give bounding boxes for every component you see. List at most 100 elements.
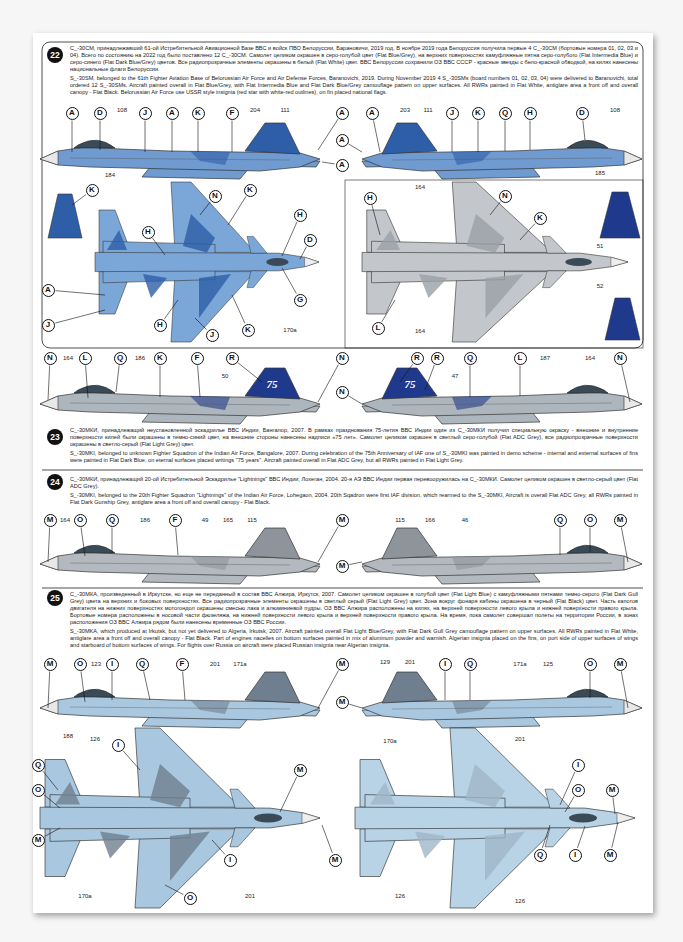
leader-line [183, 671, 185, 700]
callout-text: L [83, 354, 88, 362]
callout-text: K [537, 214, 543, 222]
callout-text: Q [35, 761, 41, 769]
decal-number: 187 [540, 355, 550, 361]
leader-line [45, 828, 60, 836]
callout-text: Q [557, 516, 563, 524]
decal-number: 201 [245, 893, 255, 899]
callout-letter: M [336, 560, 349, 573]
leader-line [152, 238, 165, 255]
decal-number: 170a [283, 327, 296, 333]
leader-line [565, 796, 574, 812]
aircraft-side [362, 528, 642, 584]
decal-number: 108 [610, 107, 620, 113]
leader-line [238, 363, 262, 382]
leader-line [470, 366, 471, 398]
callout-letter: I [439, 658, 452, 671]
callout-letter: Q [106, 514, 119, 527]
callout-text: M [339, 698, 346, 706]
leader-line [280, 777, 297, 812]
section-number-text: 25 [50, 594, 59, 603]
leader-line [48, 365, 50, 400]
callout-text: N [339, 388, 345, 396]
leader-line [232, 295, 245, 323]
decal-number: 171a [513, 661, 526, 667]
callout-letter: Q [554, 514, 567, 527]
callout-letter: L [514, 352, 527, 365]
leader-line [145, 121, 146, 153]
leader-line [123, 751, 140, 770]
callout-letter: Q [136, 658, 149, 671]
leader-line [282, 222, 297, 256]
decal-number: 170a [383, 738, 396, 744]
callout-letter: O [32, 784, 45, 797]
leader-line [349, 704, 362, 708]
callout-text: A [369, 109, 375, 117]
decal-number: 111 [280, 107, 289, 113]
callout-letter: K [534, 212, 547, 225]
callout-letter: O [584, 514, 597, 527]
decal-number: 165 [223, 517, 233, 523]
callout-letter: N [44, 352, 57, 365]
callout-text: J [143, 109, 147, 117]
leader-line [112, 672, 113, 701]
callout-text: M [332, 856, 339, 864]
callout-letter: H [524, 107, 537, 120]
description-text: S_-30MKI, belonged to unknown Fighter Sq… [70, 450, 638, 464]
decal-number: 123 [91, 661, 101, 667]
leader-line [198, 121, 199, 153]
leader-line [48, 671, 50, 708]
decal-number: 166 [425, 517, 435, 523]
leader-line [55, 310, 105, 323]
leader-line [560, 528, 561, 556]
leader-line [195, 318, 207, 330]
decal-number: 50 [222, 373, 229, 379]
callout-letter: A [336, 107, 349, 120]
leader-line [48, 527, 50, 562]
leader-line [232, 121, 233, 153]
leader-line [172, 121, 173, 153]
callout-text: G [297, 296, 303, 304]
leader-line [198, 365, 200, 397]
leader-line [228, 196, 246, 225]
decal-number: 201 [515, 736, 525, 742]
leader-line [72, 195, 86, 206]
callout-text: H [527, 109, 533, 117]
leader-line [621, 527, 628, 562]
decal-number: 201 [210, 661, 220, 667]
leader-line [505, 121, 506, 152]
leader-line [318, 527, 338, 562]
leader-line [478, 121, 479, 153]
decal-number: 164 [415, 184, 425, 190]
callout-text: Q [139, 660, 145, 668]
leader-line [382, 300, 395, 322]
callout-letter: M [604, 849, 617, 862]
callout-letter: N [614, 352, 627, 365]
callout-letter: N [336, 386, 349, 399]
leader-line [348, 144, 362, 152]
callout-text: M [339, 660, 346, 668]
leader-line [160, 366, 161, 398]
callout-letter: M [294, 764, 307, 777]
callout-text: Q [502, 109, 508, 117]
callout-letter: M [614, 514, 627, 527]
leader-line [322, 162, 335, 164]
decal-number: 185 [595, 170, 605, 176]
callout-letter: L [79, 352, 92, 365]
callout-letter: M [336, 658, 349, 671]
leader-line [200, 202, 210, 215]
description-text: S_-30MKA, which produced at Irkutsk, but… [70, 628, 638, 649]
callout-letter: M [614, 658, 627, 671]
leader-line [470, 672, 471, 701]
callout-letter: R [226, 352, 239, 365]
leader-line [144, 671, 150, 700]
leader-line [374, 120, 380, 152]
separator [42, 588, 643, 589]
callout-letter: K [472, 107, 485, 120]
callout-text: O [587, 516, 593, 524]
leader-line [445, 672, 446, 701]
callout-text: O [35, 786, 41, 794]
callout-text: M [35, 836, 42, 844]
callout-letter: R [411, 352, 424, 365]
decal-number: 52 [597, 283, 604, 289]
